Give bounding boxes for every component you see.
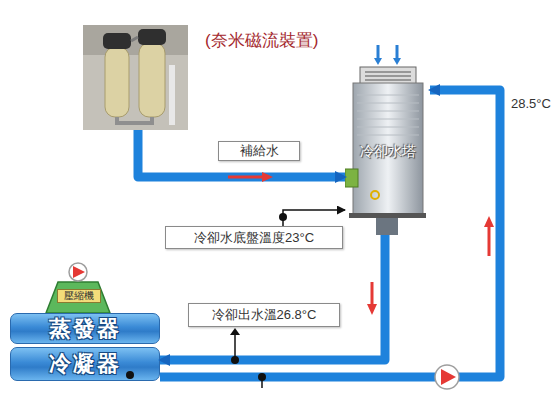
sensor-dot (231, 356, 239, 364)
fan-grille (365, 72, 411, 80)
evaporator-band: 蒸發器 (10, 313, 160, 344)
device-photo: (奈米磁流裝置) (83, 25, 188, 130)
temperature-label: 28.5°C (511, 96, 551, 111)
compressor-pump-symbol (73, 266, 85, 278)
fan-housing (360, 67, 416, 84)
sensor-box: 冷卻出水溫26.8°C (188, 303, 340, 327)
valve-head (103, 33, 131, 49)
leader-arrow-head (230, 328, 240, 335)
air-arrow (396, 45, 399, 59)
air-arrow (374, 58, 382, 65)
air-arrow (393, 58, 401, 65)
tower-louver (357, 95, 419, 135)
note-box: 補給水 (218, 141, 300, 161)
water-pipe (160, 90, 500, 377)
tower-outlet (376, 218, 398, 235)
filter-tank (139, 43, 165, 117)
photo-wall (83, 25, 188, 55)
cooling-tower: 冷卻水塔 (345, 45, 430, 235)
flow-arrow-head (367, 304, 377, 315)
sensor-dot (258, 373, 266, 381)
pump-symbol (441, 369, 456, 385)
tower-base (349, 213, 426, 218)
cooling-tower-drawing (345, 45, 430, 235)
node-text: (奈米磁流裝置) (205, 29, 318, 52)
compressor: 壓縮機 (38, 262, 118, 313)
node-text: 冷卻出水溫26.8°C (212, 306, 317, 324)
node-text: 冷凝器 (49, 349, 121, 379)
photo-pipe (117, 117, 152, 123)
flow-arrow-head (484, 216, 494, 227)
sensor-box: 冷卻水底盤溫度23°C (165, 226, 343, 249)
leader-line (261, 377, 263, 388)
filter-tank (105, 47, 129, 117)
flow-arrow (488, 226, 491, 256)
node-text: 冷卻水底盤溫度23°C (194, 229, 314, 247)
photo-illustration (83, 25, 188, 130)
flow-arrow (371, 282, 374, 305)
photo-pipe (169, 65, 175, 125)
flow-arrow-head (262, 172, 273, 182)
water-pipe (160, 235, 385, 360)
condenser-band: 冷凝器 (10, 347, 160, 381)
flow-arrow (228, 176, 263, 179)
air-arrow (377, 45, 380, 59)
compressor-pump-symbol (69, 263, 87, 281)
leader-line (234, 334, 236, 360)
node-text: 補給水 (240, 142, 279, 160)
valve-head (138, 29, 166, 45)
sensor-leader (283, 210, 345, 226)
compressor-body (46, 282, 110, 313)
water-pipe (138, 130, 345, 177)
sensor-dot (279, 213, 287, 221)
float-valve (371, 191, 379, 199)
node-text: 冷卻水塔 (345, 143, 430, 161)
pump-symbol (435, 365, 459, 389)
photo-background (83, 25, 188, 130)
compressor-drawing (38, 262, 118, 313)
node-text: 壓縮機 (57, 289, 101, 303)
inlet-fitting (345, 169, 358, 187)
node-text: 蒸發器 (49, 314, 121, 344)
photo-pipe (131, 37, 138, 41)
